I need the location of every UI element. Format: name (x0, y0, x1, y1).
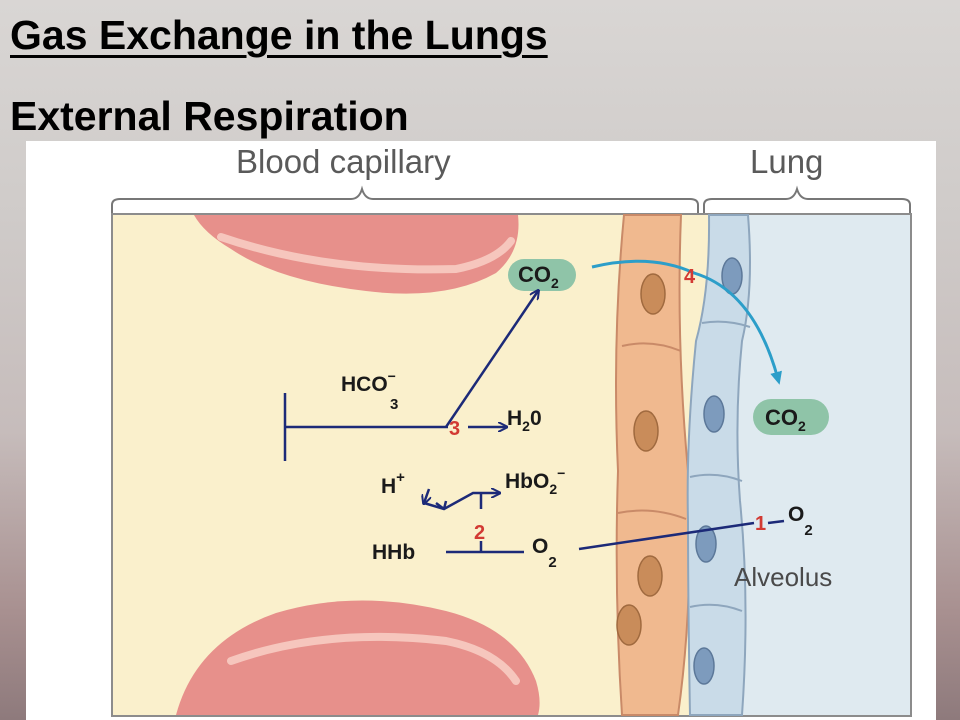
step-4-label: 4 (684, 266, 696, 288)
lung-label: Lung (750, 143, 823, 180)
alveolar-nucleus (695, 525, 717, 563)
capillary-wall (615, 214, 691, 716)
step-1-label: 1 (755, 513, 766, 535)
h-plus-label: H+ (381, 469, 405, 498)
diagram-canvas: Blood capillary Lung (111, 143, 912, 717)
alveolar-nucleus (693, 647, 715, 685)
region-brackets (111, 185, 911, 213)
arrow-to-hbo2 (423, 493, 499, 511)
red-blood-cell-bottom-highlight (227, 632, 520, 685)
arrow-to-h-plus (424, 488, 429, 503)
svg-text:CO2: CO2 (518, 262, 559, 291)
o2-diffusion-line (578, 521, 755, 551)
alveolar-wall (686, 214, 751, 716)
reaction-lines (283, 291, 755, 554)
svg-text:CO2: CO2 (765, 405, 806, 434)
co2-lung-badge: CO2 (753, 399, 829, 435)
co2-blood-badge: CO2 (508, 259, 576, 291)
step-2-label: 2 (474, 522, 485, 544)
hco3-subscript: 3 (390, 396, 398, 413)
slide-subtitle: External Respiration (10, 93, 409, 139)
blood-capillary-label: Blood capillary (236, 143, 451, 180)
step-3-label: 3 (449, 418, 460, 440)
hhb-label: HHb (372, 541, 415, 564)
hco3-label: HCO− (341, 368, 396, 396)
capillary-nucleus (616, 604, 642, 646)
alveolus-label: Alveolus (734, 562, 832, 592)
o2-lung-label: O2 (788, 503, 813, 539)
capillary-nucleus (637, 555, 663, 597)
red-blood-cell-top (194, 215, 519, 294)
h2o-label: H20 (507, 407, 542, 434)
o2-diffusion-line-end (767, 519, 785, 525)
co2-diffusion-arrow (591, 259, 782, 385)
slide-title: Gas Exchange in the Lungs (10, 12, 548, 58)
red-blood-cell-top-highlight (217, 233, 515, 274)
o2-blood-label: O2 (532, 535, 557, 571)
red-blood-cells (176, 215, 540, 715)
capillary-nucleus (633, 410, 659, 452)
gas-exchange-diagram: Blood capillary Lung (26, 141, 936, 720)
alveolar-nucleus (703, 395, 725, 433)
hbo2-label: HbO2− (505, 465, 565, 497)
arrow-to-co2 (444, 291, 538, 428)
red-blood-cell-bottom (176, 600, 540, 715)
capillary-nucleus (640, 273, 666, 315)
diagram-frame (111, 213, 912, 717)
